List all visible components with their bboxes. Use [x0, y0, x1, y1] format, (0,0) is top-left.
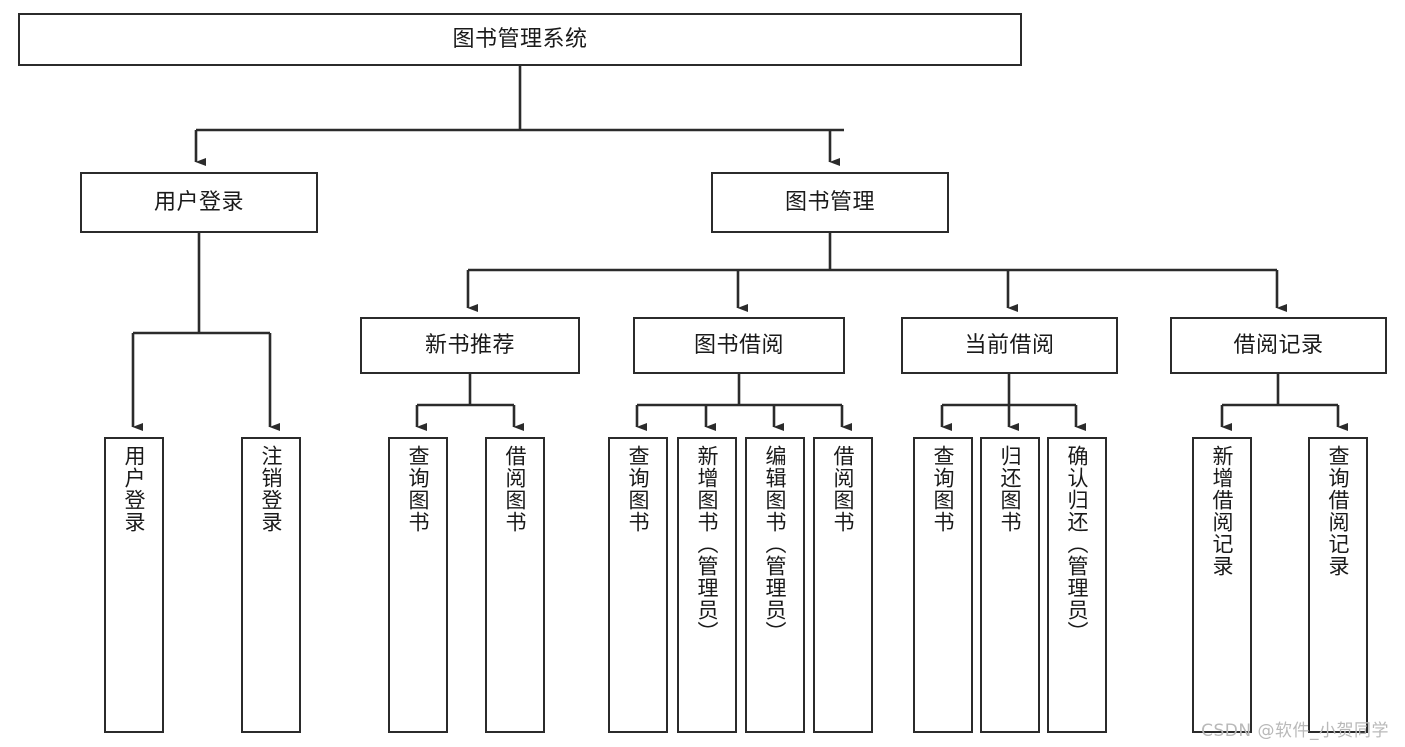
node-borrow-record[interactable]: 借阅记录	[1170, 317, 1387, 374]
node-label: 新增借阅记录	[1210, 445, 1235, 577]
node-label: 查询借阅记录	[1326, 445, 1351, 577]
node-leaf-edit-book-admin[interactable]: 编辑图书（管理员）	[745, 437, 805, 733]
node-leaf-query-book-recommend[interactable]: 查询图书	[388, 437, 448, 733]
node-leaf-query-book-borrow[interactable]: 查询图书	[608, 437, 668, 733]
csdn-watermark: CSDN @软件_小贺同学	[1201, 721, 1389, 741]
node-label: 用户登录	[153, 189, 244, 215]
node-label: 确认归还（管理员）	[1065, 445, 1090, 643]
node-label: 查询图书	[406, 445, 431, 533]
node-label: 借阅记录	[1233, 332, 1324, 358]
node-label: 图书借阅	[693, 332, 784, 358]
node-leaf-return-book[interactable]: 归还图书	[980, 437, 1040, 733]
node-book-management[interactable]: 图书管理	[711, 172, 949, 233]
node-label: 注销登录	[259, 445, 284, 533]
node-leaf-borrow-book-recommend[interactable]: 借阅图书	[485, 437, 545, 733]
node-label: 当前借阅	[964, 332, 1055, 358]
node-leaf-confirm-return-admin[interactable]: 确认归还（管理员）	[1047, 437, 1107, 733]
node-label: 图书管理系统	[452, 26, 588, 52]
node-root-book-management-system[interactable]: 图书管理系统	[18, 13, 1022, 66]
node-current-borrow[interactable]: 当前借阅	[901, 317, 1118, 374]
node-leaf-query-borrow-record[interactable]: 查询借阅记录	[1308, 437, 1368, 733]
node-label: 借阅图书	[503, 445, 528, 533]
node-leaf-logout[interactable]: 注销登录	[241, 437, 301, 733]
node-leaf-add-borrow-record[interactable]: 新增借阅记录	[1192, 437, 1252, 733]
node-leaf-borrow-book[interactable]: 借阅图书	[813, 437, 873, 733]
node-label: 图书管理	[784, 189, 875, 215]
node-label: 新增图书（管理员）	[695, 445, 720, 643]
node-label: 编辑图书（管理员）	[763, 445, 788, 643]
node-leaf-add-book-admin[interactable]: 新增图书（管理员）	[677, 437, 737, 733]
node-label: 查询图书	[931, 445, 956, 533]
node-label: 查询图书	[626, 445, 651, 533]
node-label: 用户登录	[122, 445, 147, 533]
node-user-login[interactable]: 用户登录	[80, 172, 318, 233]
node-label: 新书推荐	[424, 332, 515, 358]
node-new-book-recommend[interactable]: 新书推荐	[360, 317, 580, 374]
node-label: 归还图书	[998, 445, 1023, 533]
node-label: 借阅图书	[831, 445, 856, 533]
node-leaf-query-book-current[interactable]: 查询图书	[913, 437, 973, 733]
node-leaf-user-login[interactable]: 用户登录	[104, 437, 164, 733]
node-book-borrow[interactable]: 图书借阅	[633, 317, 845, 374]
